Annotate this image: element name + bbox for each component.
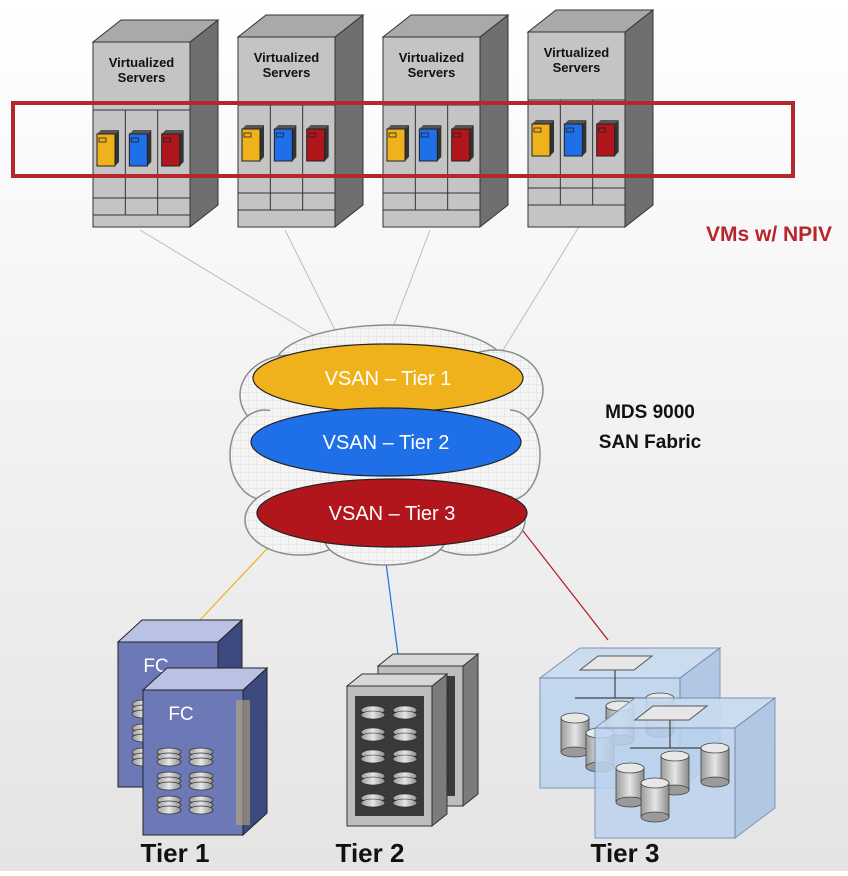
fc-array-front: FC: [141, 666, 269, 837]
fabric-label-line1: MDS 9000: [605, 402, 695, 423]
link-server-3: [389, 229, 431, 336]
vsan-tier-2: VSAN – Tier 2: [250, 407, 522, 477]
vm-icon: [96, 130, 119, 167]
vm-npiv-highlight: [11, 101, 795, 178]
tier2-label: Tier 2: [336, 838, 405, 868]
tier1-label: Tier 1: [141, 838, 210, 868]
link-server-1: [139, 229, 331, 346]
server-label-line1: Virtualized: [399, 50, 465, 65]
vm-npiv-label: VMs w/ NPIV: [706, 223, 832, 246]
virtualized-servers: VirtualizedServersVirtualizedServersVirt…: [91, 8, 655, 229]
vm-icon: [596, 120, 619, 157]
vm-icon: [306, 125, 329, 162]
vm-icon: [273, 125, 297, 162]
vsan-tier-3: VSAN – Tier 3: [256, 478, 528, 548]
server-label-line2: Servers: [263, 65, 311, 80]
vm-icon: [161, 130, 184, 167]
server-label-line2: Servers: [118, 70, 166, 85]
vm-icon: [386, 125, 409, 162]
fc-label: FC: [168, 704, 193, 725]
tier3-jbod: [538, 647, 777, 839]
link-tier2: [384, 554, 401, 671]
server-label-line1: Virtualized: [109, 55, 175, 70]
vm-icon: [418, 125, 442, 162]
vm-icon: [531, 120, 554, 157]
link-tier1: [199, 534, 281, 621]
tier3-label: Tier 3: [591, 838, 660, 868]
tier1-fc-array: FC FC: [116, 618, 269, 837]
vsan-tier-1: VSAN – Tier 1: [252, 343, 524, 413]
vm-icon: [451, 125, 474, 162]
link-server-4: [499, 224, 581, 356]
fabric-label-line2: SAN Fabric: [599, 432, 702, 453]
vm-icon: [563, 120, 587, 157]
tier2-disk-cabinet: [345, 652, 480, 828]
vsan-label: VSAN – Tier 1: [325, 368, 452, 390]
server-label-line2: Servers: [408, 65, 456, 80]
vsan-label: VSAN – Tier 2: [323, 432, 450, 454]
server-label-line1: Virtualized: [254, 50, 320, 65]
vsan-label: VSAN – Tier 3: [329, 503, 456, 525]
vsan-layers: VSAN – Tier 1 VSAN – Tier 2 VSAN – Tier 3: [250, 343, 528, 548]
server-label-line2: Servers: [553, 60, 601, 75]
server-label-line1: Virtualized: [544, 45, 610, 60]
link-server-2: [284, 229, 341, 341]
vm-icon: [128, 130, 152, 167]
server-links: [139, 224, 581, 356]
vm-icon: [241, 125, 264, 162]
